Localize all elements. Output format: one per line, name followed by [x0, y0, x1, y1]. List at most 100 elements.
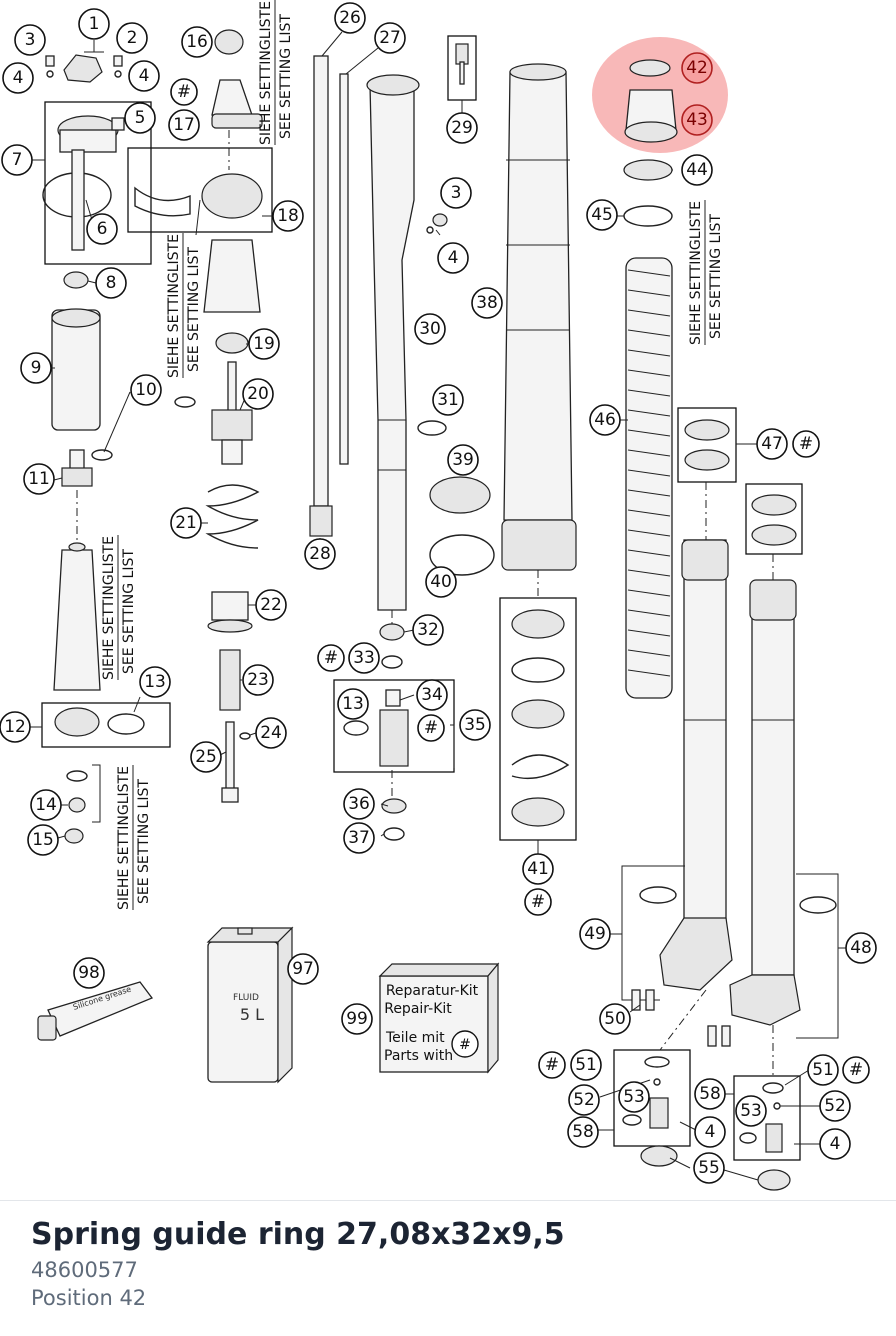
svg-text:48: 48 — [850, 938, 872, 958]
part-number: 48600577 — [31, 1258, 138, 1282]
setting-note-line1: SIEHE SETTINGLISTE — [166, 234, 182, 378]
svg-text:13: 13 — [342, 694, 364, 714]
callout-label: 37 — [343, 822, 375, 854]
callout-label: 32 — [412, 614, 444, 646]
callout-label: 9 — [20, 352, 52, 384]
svg-text:4: 4 — [139, 66, 150, 86]
callout-label: 10 — [130, 374, 162, 406]
repair-kit-box: Reparatur-Kit Repair-Kit Teile mit Parts… — [378, 962, 500, 1074]
callout-label: 18 — [272, 200, 304, 232]
callout-label: 5 — [124, 102, 156, 134]
svg-text:51: 51 — [812, 1060, 834, 1080]
svg-text:4: 4 — [705, 1122, 716, 1142]
callout-label: 4 — [2, 62, 34, 94]
setting-note-line2: SEE SETTING LIST — [186, 247, 202, 372]
callout-label: 25 — [190, 741, 222, 773]
callout-label: 28 — [304, 538, 336, 570]
callout-label: 55 — [693, 1152, 725, 1184]
grease-tube: Silicone grease — [37, 981, 154, 1041]
svg-text:#: # — [545, 1055, 559, 1075]
callout-label: 22 — [255, 589, 287, 621]
part-title: Spring guide ring 27,08x32x9,5 — [31, 1217, 565, 1252]
setting-note-line1: SIEHE SETTINGLISTE — [258, 1, 274, 145]
svg-text:7: 7 — [12, 150, 23, 170]
callout-label: 6 — [86, 213, 118, 245]
svg-text:45: 45 — [591, 205, 613, 225]
callout-label: 98 — [73, 957, 105, 989]
svg-text:58: 58 — [699, 1084, 721, 1104]
callout-label: # — [524, 888, 552, 916]
callout-label: 27 — [374, 22, 406, 54]
callout-label: 29 — [446, 112, 478, 144]
callout-label: 51 — [807, 1054, 839, 1086]
svg-text:6: 6 — [97, 219, 108, 239]
oil-can: FLUID 5 L — [206, 926, 294, 1084]
callout-label: 38 — [471, 287, 503, 319]
damper-column — [127, 29, 273, 803]
callout-label: 20 — [242, 378, 274, 410]
svg-text:#: # — [177, 82, 191, 102]
svg-text:12: 12 — [4, 717, 26, 737]
callout-label: 12 — [0, 711, 31, 743]
callout-label-highlighted: 42 — [681, 52, 713, 84]
svg-text:24: 24 — [260, 723, 282, 743]
svg-text:8: 8 — [106, 273, 117, 293]
callout-label: 16 — [181, 26, 213, 58]
callout-label: 46 — [589, 404, 621, 436]
svg-text:47: 47 — [761, 434, 783, 454]
svg-text:44: 44 — [686, 160, 708, 180]
callout-label: 97 — [287, 953, 319, 985]
callout-label-highlighted: 43 — [681, 104, 713, 136]
svg-text:4: 4 — [448, 248, 459, 268]
callout-label: 45 — [586, 199, 618, 231]
callout-label: 48 — [845, 932, 877, 964]
svg-text:22: 22 — [260, 595, 282, 615]
svg-text:19: 19 — [253, 334, 275, 354]
setting-note: SIEHE SETTINGLISTE SEE SETTING LIST — [101, 535, 137, 680]
svg-text:51: 51 — [575, 1055, 597, 1075]
spring-legs-column — [613, 59, 839, 1191]
setting-note: SIEHE SETTINGLISTE SEE SETTING LIST — [166, 233, 202, 378]
svg-text:#: # — [531, 892, 545, 912]
outer-tube-column — [499, 63, 577, 841]
setting-note-line1: SIEHE SETTINGLISTE — [101, 536, 117, 680]
svg-text:25: 25 — [195, 747, 217, 767]
svg-text:50: 50 — [604, 1009, 626, 1029]
setting-note: SIEHE SETTINGLISTE SEE SETTING LIST — [116, 765, 152, 910]
callout-label: 3 — [14, 24, 46, 56]
svg-text:10: 10 — [135, 380, 157, 400]
svg-text:1: 1 — [89, 14, 100, 34]
callout-label: 53 — [618, 1081, 650, 1113]
svg-text:53: 53 — [740, 1101, 762, 1121]
callout-label: 21 — [170, 507, 202, 539]
svg-text:42: 42 — [686, 58, 708, 78]
callout-label: 13 — [139, 666, 171, 698]
callout-label: 41 — [522, 853, 554, 885]
svg-text:#: # — [799, 434, 813, 454]
svg-text:32: 32 — [417, 620, 439, 640]
svg-text:36: 36 — [348, 794, 370, 814]
can-volume: 5 L — [240, 1005, 264, 1024]
svg-text:38: 38 — [476, 293, 498, 313]
svg-text:3: 3 — [25, 30, 36, 50]
exploded-parts-diagram: Silicone grease FLUID 5 L Reparatur-Kit … — [0, 0, 877, 1191]
svg-text:40: 40 — [430, 572, 452, 592]
callouts: 1 2 3 4 4 5 7 6 8 9 10 11 12 13 14 15 16… — [0, 2, 877, 1184]
callout-label: 24 — [255, 717, 287, 749]
callout-label: 53 — [735, 1095, 767, 1127]
setting-note: SIEHE SETTINGLISTE SEE SETTING LIST — [258, 0, 294, 145]
callout-label: 13 — [337, 688, 369, 720]
callout-label: 44 — [681, 154, 713, 186]
callout-label: 51 — [570, 1049, 602, 1081]
callout-label: 17 — [168, 109, 200, 141]
svg-text:37: 37 — [348, 828, 370, 848]
repair-kit-mark-circle — [451, 1030, 479, 1058]
svg-text:53: 53 — [623, 1087, 645, 1107]
callout-label: 36 — [343, 788, 375, 820]
callout-label: 47 — [756, 428, 788, 460]
callout-label: 11 — [23, 463, 55, 495]
callout-label: 33 — [348, 642, 380, 674]
can-brand: FLUID — [233, 993, 259, 1003]
svg-text:98: 98 — [78, 963, 100, 983]
svg-text:35: 35 — [464, 715, 486, 735]
